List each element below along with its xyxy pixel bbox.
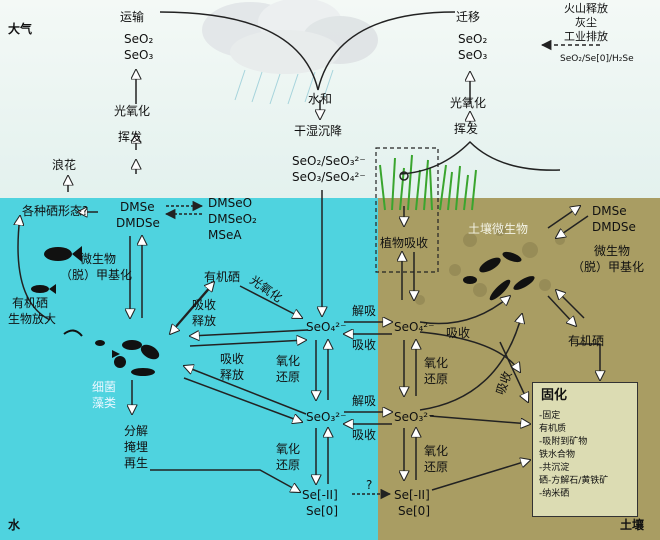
label-migration: 迁移: [456, 10, 481, 24]
label-absorb-interface-2: 吸收: [352, 428, 377, 442]
label-spray: 浪花: [52, 158, 77, 172]
species-deposition-2: SeO₃/SeO₄²⁻: [292, 170, 366, 184]
source-dust: 灰尘: [575, 16, 597, 29]
species-msea: MSeA: [208, 228, 242, 242]
label-release-1: 释放: [192, 314, 217, 328]
label-what-species: 各种硒形态?: [22, 204, 89, 218]
plant-frame: [375, 147, 439, 273]
bacteria-algae-icon: [95, 340, 160, 376]
label-reduction-soil-1: 还原: [424, 372, 449, 386]
label-reduction-soil-2: 还原: [424, 460, 449, 474]
fish-icon: [31, 246, 82, 294]
label-absorb-interface-1: 吸收: [352, 338, 377, 352]
species-selenate-soil: SeO₄²⁻: [394, 320, 435, 334]
source-species: SeO₂/Se[0]/H₂Se: [560, 54, 634, 64]
soil-microbe-icon: [463, 251, 535, 301]
grass-icon: [379, 154, 477, 211]
species-dmdse-soil: DMDSe: [592, 220, 636, 234]
label-dry-wet-deposition: 干湿沉降: [294, 124, 343, 138]
fixation-title: 固化: [541, 388, 568, 403]
label-reduction-water-2: 还原: [276, 458, 301, 472]
cloud-icon: [202, 0, 378, 105]
source-volcano: 火山释放: [564, 2, 608, 15]
label-organic-se-mid: 有机硒: [204, 270, 241, 284]
label-transport: 运输: [120, 10, 145, 24]
label-decompose: 分解: [124, 424, 149, 438]
species-dmse-soil: DMSe: [592, 204, 627, 218]
fixation-line-1: -固定: [539, 411, 561, 421]
species-selenite-soil: SeO₃²⁻: [394, 410, 435, 424]
species-transport-1: SeO₂: [124, 32, 154, 46]
label-bury: 掩埋: [124, 440, 149, 454]
label-absorb-2: 吸收: [220, 352, 245, 366]
label-organic-se-left: 有机硒: [12, 296, 49, 310]
species-transport-2: SeO₃: [124, 48, 154, 62]
label-algae: 藻类: [92, 396, 117, 410]
region-label-water: 水: [8, 518, 21, 532]
label-volatilization-right: 挥发: [454, 122, 479, 136]
species-selenate-water: SeO₄²⁻: [306, 320, 347, 334]
shrimp-icon: [63, 329, 83, 337]
species-migration-2: SeO₃: [458, 48, 488, 62]
species-se-zero-water: Se[0]: [306, 504, 338, 518]
species-migration-1: SeO₂: [458, 32, 488, 46]
species-dmse-water: DMSe: [120, 200, 155, 214]
label-demethylation-soil: （脱）甲基化: [572, 260, 645, 274]
region-label-soil: 土壤: [620, 518, 645, 532]
fixation-line-2: 有机质: [539, 424, 567, 434]
label-desorb-2: 解吸: [352, 394, 377, 408]
label-bacteria: 细菌: [92, 380, 117, 394]
label-demethylation-water: （脱）甲基化: [60, 268, 133, 282]
label-oxidation-water-1: 氧化: [276, 354, 301, 368]
label-regenerate: 再生: [124, 456, 149, 470]
label-microbial-soil: 微生物: [594, 244, 631, 258]
species-se-minus2-soil: Se[-II]: [394, 488, 430, 502]
label-desorb-1: 解吸: [352, 304, 377, 318]
label-photooxidation-right: 光氧化: [450, 96, 487, 110]
label-oxidation-soil-1: 氧化: [424, 356, 449, 370]
label-photooxidation-left: 光氧化: [114, 104, 151, 118]
label-water-and: 水和: [308, 92, 333, 106]
species-dmseo: DMSeO: [208, 196, 253, 210]
region-label-atmosphere: 大气: [8, 22, 33, 36]
label-organic-se-soil: 有机硒: [568, 334, 605, 348]
species-dmdse-water: DMDSe: [116, 216, 160, 230]
fixation-line-4: 铁水合物: [539, 450, 576, 460]
species-selenite-water: SeO₃²⁻: [306, 410, 347, 424]
species-dmseo2: DMSeO₂: [208, 212, 257, 226]
source-industry: 工业排放: [564, 30, 608, 43]
arrow-transport: [159, 11, 456, 91]
label-absorb-soil-a: 吸收: [446, 326, 471, 340]
label-plant-uptake: 植物吸收: [380, 236, 429, 250]
species-se-zero-soil: Se[0]: [398, 504, 430, 518]
sources-list: 火山释放 灰尘 工业排放: [534, 2, 638, 44]
species-se-minus2-water: Se[-II]: [302, 488, 338, 502]
label-bio-magnification: 生物放大: [8, 312, 57, 326]
fixation-line-6: 硒-方解石/黄铁矿: [539, 476, 609, 486]
fixation-line-3: -吸附到矿物: [539, 437, 588, 447]
label-reduction-water-1: 还原: [276, 370, 301, 384]
label-release-2: 释放: [220, 368, 245, 382]
label-question: ?: [366, 478, 373, 492]
label-oxidation-soil-2: 氧化: [424, 444, 449, 458]
fixation-box: 固化 -固定 有机质 -吸附到矿物 铁水合物 -共沉淀 硒-方解石/黄铁矿 -纳…: [532, 382, 638, 517]
label-absorb-1: 吸收: [192, 298, 217, 312]
label-oxidation-water-2: 氧化: [276, 442, 301, 456]
label-volatilization-left: 挥发: [118, 130, 143, 144]
species-deposition-1: SeO₂/SeO₃²⁻: [292, 154, 366, 168]
fixation-line-5: -共沉淀: [539, 463, 570, 473]
label-microbial-water: 微生物: [80, 252, 117, 266]
fixation-line-7: -纳米硒: [539, 489, 570, 499]
label-soil-microbes: 土壤微生物: [468, 222, 529, 236]
